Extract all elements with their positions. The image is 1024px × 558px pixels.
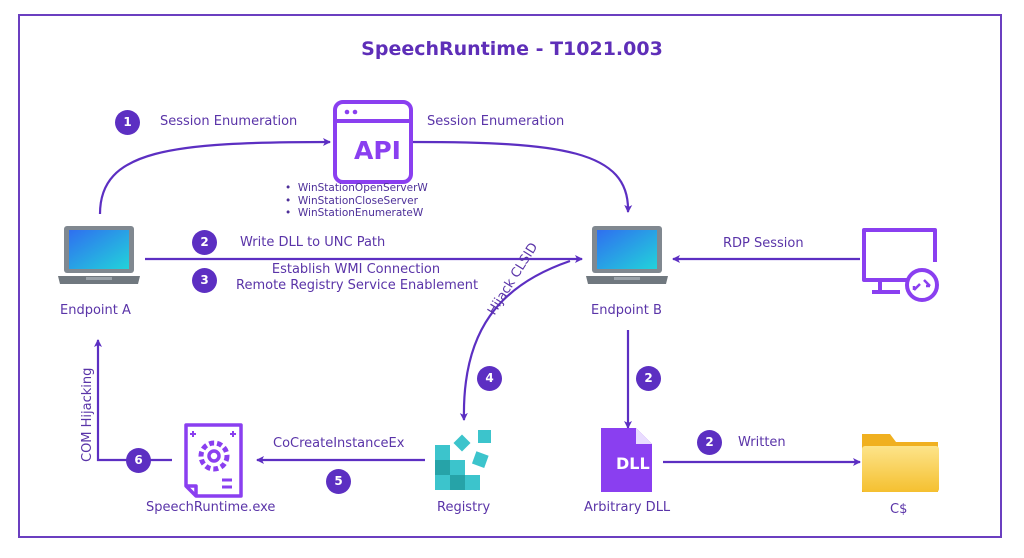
edge-label-rdp: RDP Session bbox=[723, 236, 804, 251]
node-label-share: C$ bbox=[890, 502, 908, 517]
folder-icon bbox=[862, 434, 939, 492]
laptop-icon bbox=[58, 226, 140, 284]
edge-com-hijacking bbox=[94, 339, 172, 462]
step-badge: 5 bbox=[326, 469, 351, 494]
edge-session-enum-2 bbox=[411, 140, 633, 213]
node-label-endpoint-b: Endpoint B bbox=[591, 303, 662, 318]
node-label-registry: Registry bbox=[437, 500, 491, 515]
api-function-item: • WinStationCloseServer bbox=[285, 194, 418, 207]
edge-label-written: Written bbox=[738, 435, 786, 450]
api-function-item: • WinStationOpenServerW bbox=[285, 182, 428, 194]
dll-icon-text: DLL bbox=[616, 454, 650, 473]
step-badge: 3 bbox=[192, 268, 217, 293]
node-label-dll: Arbitrary DLL bbox=[584, 500, 671, 515]
step-badge: 2 bbox=[192, 230, 217, 255]
diagram-title: SpeechRuntime - T1021.003 bbox=[361, 38, 663, 60]
edge-session-enum-1 bbox=[98, 138, 331, 215]
api-window-icon bbox=[333, 100, 413, 184]
step-badge: 2 bbox=[636, 366, 661, 391]
step-badge: 2 bbox=[697, 430, 722, 455]
api-functions-list: • WinStationOpenServerW • WinStationClos… bbox=[285, 182, 428, 220]
edge-label-wmi-line2: Remote Registry Service Enablement bbox=[236, 278, 479, 293]
diagram-frame bbox=[18, 14, 1002, 538]
api-function-item: • WinStationEnumerateW bbox=[285, 207, 424, 219]
dll-file-icon bbox=[601, 428, 652, 492]
edge-label-session-enum-1: Session Enumeration bbox=[160, 114, 298, 129]
edge-label-com-hijacking: COM Hijacking bbox=[80, 367, 95, 462]
remote-desktop-icon bbox=[862, 228, 939, 302]
node-label-endpoint-a: Endpoint A bbox=[60, 303, 131, 318]
api-icon-label: API bbox=[354, 136, 401, 165]
step-badge: 4 bbox=[477, 366, 502, 391]
executable-gear-icon bbox=[184, 423, 243, 498]
edge-label-wmi-line1: Establish WMI Connection bbox=[271, 262, 441, 277]
edge-hijack-clsid bbox=[459, 259, 571, 421]
step-badge: 1 bbox=[115, 110, 140, 135]
edge-label-wmi: Establish WMI Connection Remote Registry… bbox=[236, 262, 479, 294]
edge-label-cocreate: CoCreateInstanceEx bbox=[273, 436, 405, 451]
node-label-speechruntime: SpeechRuntime.exe bbox=[146, 500, 276, 515]
edge-label-session-enum-2: Session Enumeration bbox=[427, 114, 565, 129]
edge-label-write-dll: Write DLL to UNC Path bbox=[240, 235, 386, 250]
step-badge: 6 bbox=[126, 448, 151, 473]
registry-icon bbox=[435, 430, 491, 490]
laptop-icon bbox=[586, 226, 668, 284]
